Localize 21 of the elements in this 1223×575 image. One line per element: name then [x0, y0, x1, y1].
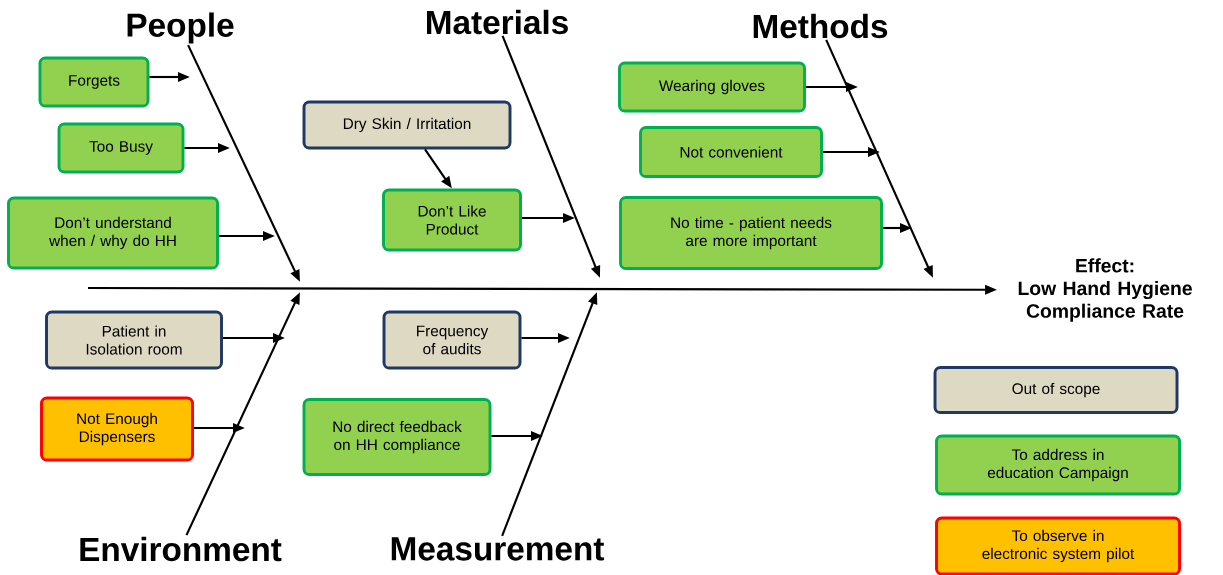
legend-box: To address in education Campaign [935, 434, 1181, 496]
cause-box: Frequency of audits [382, 310, 522, 370]
cause-box: Not convenient [639, 126, 823, 178]
cause-box: No direct feedback on HH compliance [302, 398, 492, 476]
cause-box: Not Enough Dispensers [40, 396, 194, 462]
cause-box: Don’t Like Product [382, 188, 522, 252]
category-label: Methods [753, 13, 888, 39]
cause-box: Too Busy [57, 122, 185, 174]
category-label: Measurement [391, 537, 604, 561]
cause-box: Forgets [38, 56, 150, 108]
cause-box: Patient in Isolation room [45, 310, 223, 370]
legend-box: Out of scope [933, 366, 1179, 414]
cause-box: No time - patient needs are more important [619, 196, 883, 270]
legend-box: To observe in electronic system pilot [935, 516, 1181, 575]
effect-label: Effect: Low Hand Hygiene Compliance Rate [1018, 258, 1192, 322]
category-label: Materials [427, 9, 568, 35]
category-label: People [127, 12, 234, 44]
cause-box: Dry Skin / Irritation [302, 100, 512, 150]
cause-box: Wearing gloves [618, 61, 806, 113]
category-label: Environment [80, 536, 282, 562]
cause-box: Don’t understand when / why do HH [7, 196, 219, 270]
